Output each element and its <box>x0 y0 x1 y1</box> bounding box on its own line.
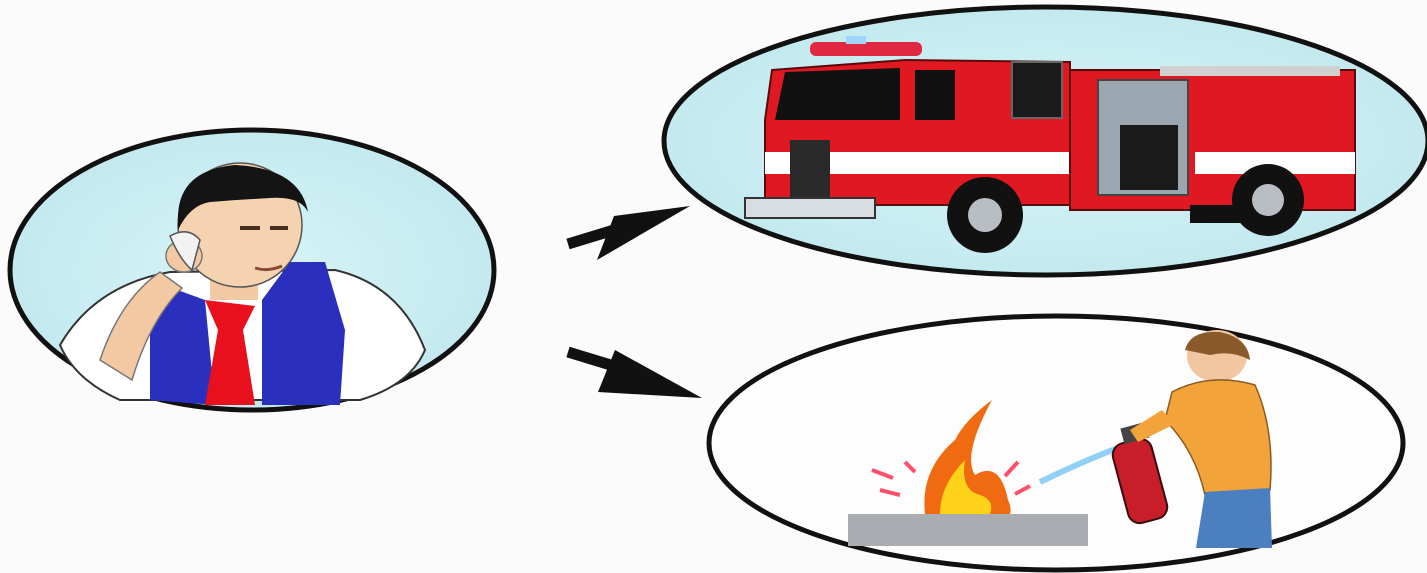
arrow-to-extinguishing <box>566 346 702 398</box>
fire-truck-illustration <box>744 36 1356 253</box>
flame <box>924 400 1011 514</box>
caller-bubble <box>7 127 497 413</box>
fire-extinguishing-illustration <box>848 330 1272 548</box>
man-on-phone-illustration <box>58 162 427 405</box>
fire-truck-bubble <box>661 4 1427 278</box>
extinguishing-bubble <box>706 313 1406 573</box>
arrow-to-fire-truck <box>566 206 690 260</box>
